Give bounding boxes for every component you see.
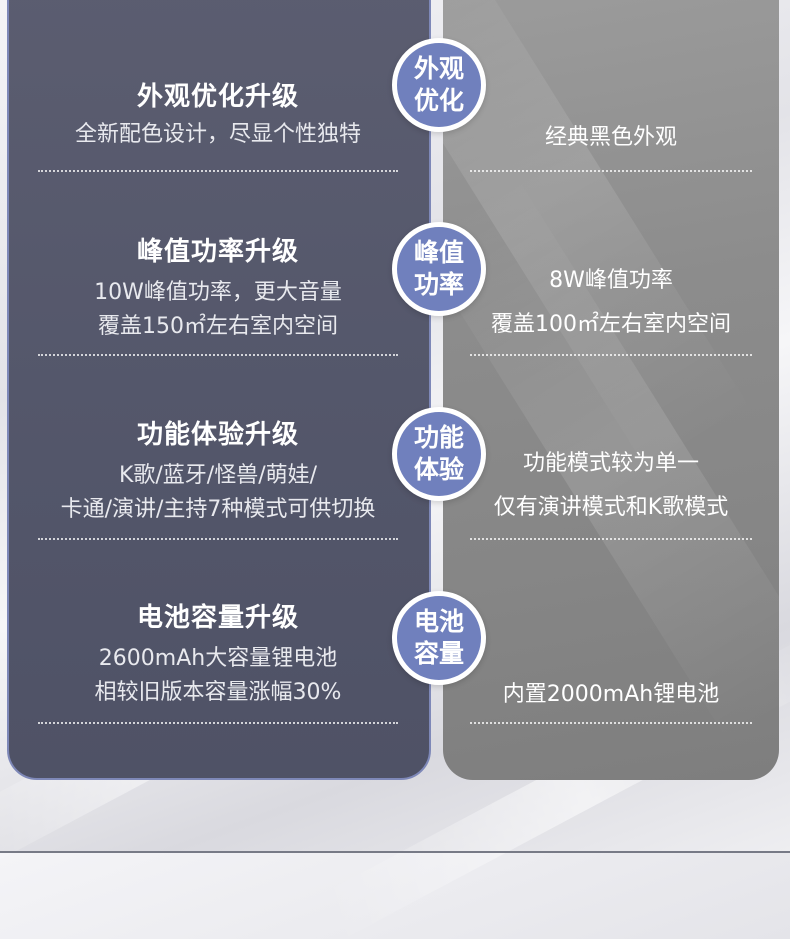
row-divider xyxy=(470,170,752,172)
badge-text: 体验 xyxy=(413,455,464,484)
row-divider xyxy=(470,354,752,356)
feature-upgrade-power: 峰值功率升级 10W峰值功率，更大音量 覆盖150㎡左右室内空间 xyxy=(38,235,398,344)
category-badge-function: 功能 体验 xyxy=(392,407,486,501)
old-feature-desc: 经典黑色外观 xyxy=(544,125,677,150)
feature-old-power: 8W峰值功率 覆盖100㎡左右室内空间 xyxy=(470,259,752,347)
old-feature-desc: 8W峰值功率 xyxy=(549,268,673,293)
feature-upgrade-function: 功能体验升级 K歌/蓝牙/怪兽/萌娃/ 卡通/演讲/主持7种模式可供切换 xyxy=(38,418,398,527)
old-feature-desc: 覆盖100㎡左右室内空间 xyxy=(491,312,731,337)
badge-text: 优化 xyxy=(413,86,464,115)
feature-desc: 2600mAh大容量锂电池 xyxy=(98,646,338,671)
category-badge-power: 峰值 功率 xyxy=(392,222,486,316)
row-divider xyxy=(470,722,752,724)
badge-text: 外观 xyxy=(413,54,464,83)
feature-title: 功能体验升级 xyxy=(136,420,299,450)
old-version-panel xyxy=(443,0,779,780)
bottom-border xyxy=(0,851,790,853)
feature-desc: 相较旧版本容量涨幅30% xyxy=(94,680,342,705)
badge-text: 容量 xyxy=(413,639,464,668)
row-divider xyxy=(470,538,752,540)
feature-title: 峰值功率升级 xyxy=(136,237,299,267)
feature-upgrade-battery: 电池容量升级 2600mAh大容量锂电池 相较旧版本容量涨幅30% xyxy=(38,601,398,710)
feature-title: 电池容量升级 xyxy=(136,603,299,633)
badge-text: 功能 xyxy=(413,423,464,452)
row-divider xyxy=(38,170,398,172)
old-feature-desc: 仅有演讲模式和K歌模式 xyxy=(493,495,729,520)
feature-desc: 卡通/演讲/主持7种模式可供切换 xyxy=(60,497,376,522)
category-badge-battery: 电池 容量 xyxy=(392,591,486,685)
feature-desc: 覆盖150㎡左右室内空间 xyxy=(98,314,338,339)
upgraded-version-panel xyxy=(7,0,431,780)
badge-text: 峰值 xyxy=(413,238,464,267)
row-divider xyxy=(38,538,398,540)
feature-upgrade-appearance: 外观优化升级 全新配色设计，尽显个性独特 xyxy=(38,80,398,152)
feature-desc: K歌/蓝牙/怪兽/萌娃/ xyxy=(118,463,318,488)
old-feature-desc: 功能模式较为单一 xyxy=(522,451,699,476)
feature-old-function: 功能模式较为单一 仅有演讲模式和K歌模式 xyxy=(470,442,752,530)
feature-old-battery: 内置2000mAh锂电池 xyxy=(470,673,752,717)
feature-desc: 全新配色设计，尽显个性独特 xyxy=(74,122,361,147)
feature-desc: 10W峰值功率，更大音量 xyxy=(94,280,342,305)
row-divider xyxy=(38,722,398,724)
row-divider xyxy=(38,354,398,356)
old-feature-desc: 内置2000mAh锂电池 xyxy=(502,682,720,707)
badge-text: 功率 xyxy=(413,270,464,299)
feature-old-appearance: 经典黑色外观 xyxy=(470,116,752,160)
badge-text: 电池 xyxy=(413,607,464,636)
feature-title: 外观优化升级 xyxy=(136,82,299,112)
category-badge-appearance: 外观 优化 xyxy=(392,38,486,132)
